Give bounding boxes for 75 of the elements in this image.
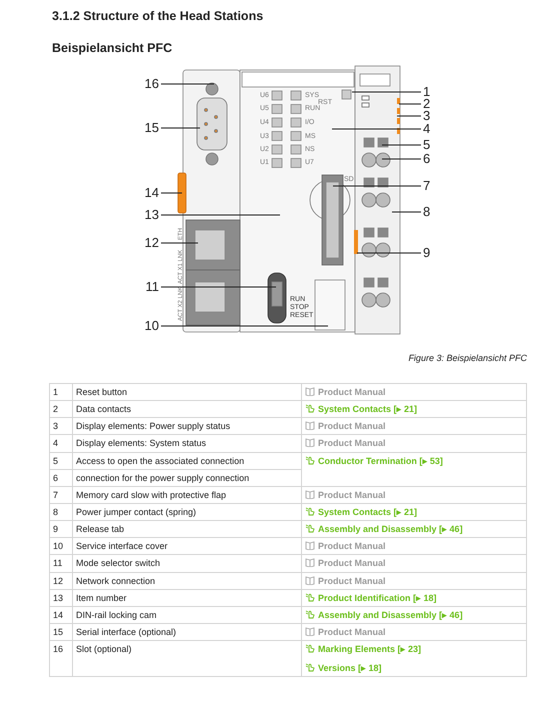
description-text: Release tab [76,524,124,534]
description-text: Item number [76,592,127,603]
manual-reference: Product Manual [318,488,386,501]
description-text: Mode selector switch [76,558,160,568]
manual-reference: Product Manual [318,420,386,432]
description-text: DIN-rail locking cam [76,610,157,620]
reference-link: System Contacts [▸ 21] [318,506,418,518]
description-text: Power jumper contact (spring) [76,506,196,517]
callout-number: 13 [144,208,159,221]
description-text: Display elements: System status [76,438,206,448]
manual-reference: Product Manual [318,437,386,450]
item-number: 15 [53,626,64,637]
callout-number: 3 [423,109,430,122]
description-text: Access to open the associated connection [76,456,244,466]
item-number: 10 [53,541,64,552]
item-number: 1 [53,387,58,397]
leader-line [382,158,422,160]
item-number: 14 [53,610,64,620]
item-number: 3 [53,421,58,432]
description-text: Slot (optional) [76,644,132,654]
leader-line [160,242,198,244]
callout-number: 14 [144,186,159,199]
item-number: 16 [53,644,64,654]
manual-reference: Product Manual [318,386,386,398]
leader-line [160,286,276,288]
item-number: 2 [53,404,58,414]
callout-number: 8 [423,205,430,218]
reference-link: Conductor Termination [▸ 53] [318,454,443,467]
subheading: Beispielansicht PFC [52,41,172,55]
callout-number: 4 [423,122,430,135]
item-number: 11 [53,558,62,568]
callout-number: 12 [144,236,159,249]
leader-line [356,252,422,254]
callout-number: 9 [423,246,430,259]
leader-line [332,128,422,130]
item-number: 4 [53,438,58,448]
figure-caption: Figure 3: Beispielansicht PFC [408,353,527,363]
leader-line [160,214,280,216]
callout-number: 1 [423,85,430,98]
leader-line [382,144,422,146]
description-text: connection for the power supply connection [76,472,250,483]
item-number: 8 [53,506,58,517]
leader-line [160,192,182,194]
callout-number: 15 [144,121,159,134]
manual-reference: Product Manual [318,557,386,570]
description-text: Data contacts [76,404,132,414]
description-text: Network connection [76,576,156,586]
description-text: Serial interface (optional) [76,626,176,637]
section-heading: 3.1.2 Structure of the Head Stations [52,9,264,23]
callout-number: 7 [423,179,430,192]
reference-link: Marking Elements [▸ 23] [318,643,422,656]
reference-link: Product Identification [▸ 18] [318,592,437,604]
description-text: Reset button [76,387,128,397]
reference-link: Assembly and Disassembly [▸ 46] [318,608,463,621]
manual-reference: Product Manual [318,574,386,587]
manual-reference: Product Manual [318,540,386,552]
description-text: Service interface cover [76,541,168,552]
manual-reference: Product Manual [318,626,386,638]
item-number: 6 [53,472,58,483]
callout-number: 5 [423,138,430,151]
reference-link: Versions [▸ 18] [318,662,382,674]
callout-number: 10 [144,319,159,332]
callout-number: 6 [423,152,430,165]
callout-number: 11 [146,280,159,293]
description-text: Memory card slow with protective flap [76,490,226,500]
item-number: 5 [53,456,58,466]
item-number: 13 [53,592,64,603]
callout-number: 2 [423,97,430,110]
item-number: 7 [53,490,58,500]
item-number: 9 [53,524,58,534]
description-text: Display elements: Power supply status [76,421,230,432]
reference-link: Assembly and Disassembly [▸ 46] [318,523,463,536]
reference-link: System Contacts [▸ 21] [318,403,418,416]
callout-number: 16 [144,77,159,90]
item-number: 12 [53,576,64,586]
